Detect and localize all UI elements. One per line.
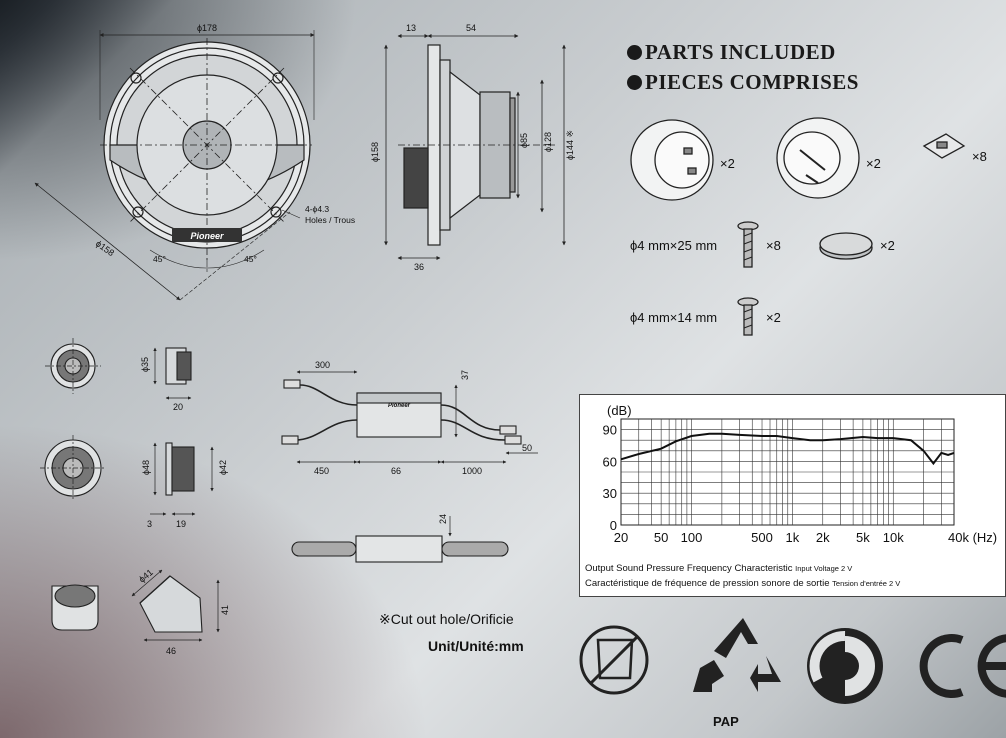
chart-ytick-label: 30: [603, 486, 617, 501]
chart-xtick-label: 100: [681, 530, 703, 545]
chart-xtick-label: 40k (Hz): [948, 530, 997, 545]
dim-85: ϕ85: [519, 133, 529, 148]
dim-158-side: ϕ158: [370, 142, 380, 162]
chart-ytick-label: 90: [603, 423, 617, 438]
woofer-front-view: [34, 30, 315, 301]
dim-144: ϕ144 ※: [565, 130, 575, 160]
tweeter-3-drawing: [51, 569, 220, 642]
recycle-logo: [693, 618, 781, 692]
label-screw-14: ϕ4 mm×14 mm: [630, 310, 717, 325]
qty-mount-b: ×2: [866, 156, 881, 171]
dim-cx-37: 37: [460, 370, 470, 380]
screw-14-icon: [737, 297, 759, 336]
tweeter-2-drawing: [40, 435, 214, 516]
label-screw-25: ϕ4 mm×25 mm: [630, 238, 717, 253]
qty-clip: ×8: [972, 149, 987, 164]
no-trash-logo: [579, 625, 649, 695]
chart-caption-fr-note: Tension d'entrée 2 V: [832, 579, 901, 588]
dim-178: ϕ178: [197, 23, 217, 33]
clip-icon: [922, 133, 966, 159]
chart-caption-fr: Caractéristique de fréquence de pression…: [585, 578, 900, 589]
dim-128: ϕ128: [543, 132, 553, 152]
chart-ylabel: (dB): [607, 403, 632, 418]
chart-xtick-label: 1k: [786, 530, 800, 545]
dim-cx-66: 66: [391, 466, 401, 476]
chart-xtick-label: 2k: [816, 530, 830, 545]
dim-t3-41a: ϕ41: [137, 567, 155, 584]
green-dot-logo: [807, 628, 883, 704]
chart-caption-en-note: Input Voltage 2 V: [795, 564, 853, 573]
tweeter-mount-a-icon: [630, 119, 714, 201]
dim-t2-19: 19: [176, 519, 186, 529]
dim-13: 13: [406, 23, 416, 33]
parts-title-fr: PIECES COMPRISES: [627, 70, 859, 95]
dim-cx-50: 50: [522, 443, 532, 453]
qty-screw-14: ×2: [766, 310, 781, 325]
screw-25-icon: [737, 221, 759, 268]
qty-spacer: ×2: [880, 238, 895, 253]
dim-holes-label: Holes / Trous: [305, 215, 355, 225]
dim-t2-42: ϕ42: [218, 460, 228, 475]
tweeter-1-drawing: [45, 338, 192, 400]
frequency-chart: (dB) 90 60 30 020 50 100 500 1k 2k 5k 10k 40k (Hz): [603, 403, 998, 545]
dim-cx-1000: 1000: [462, 466, 482, 476]
dim-t1-20: 20: [173, 402, 183, 412]
chart-xtick-label: 20: [614, 530, 628, 545]
dim-cx-450: 450: [314, 466, 329, 476]
dim-t2-48: ϕ48: [141, 460, 151, 475]
woofer-side-view: [384, 34, 566, 260]
dim-t3-41b: 41: [220, 605, 230, 615]
dim-t2-3: 3: [147, 519, 152, 529]
dim-t1-35: ϕ35: [140, 357, 150, 372]
chart-caption-fr-text: Caractéristique de fréquence de pression…: [585, 578, 830, 589]
crossover-drawing: [281, 370, 538, 563]
parts-illustrations: [630, 117, 966, 336]
spacer-icon: [819, 232, 873, 260]
chart-series-line: [620, 432, 955, 466]
dim-158-front: ϕ158: [94, 238, 116, 258]
dim-cx-24: 24: [438, 514, 448, 524]
parts-title-en-text: PARTS INCLUDED: [645, 40, 836, 64]
qty-screw-25: ×8: [766, 238, 781, 253]
chart-ytick-label: 60: [603, 454, 617, 469]
unit-note: Unit/Unité:mm: [428, 638, 524, 654]
dim-holes: 4-ϕ4.3: [305, 204, 329, 214]
dim-t3-46: 46: [166, 646, 176, 656]
chart-xtick-label: 500: [751, 530, 773, 545]
chart-xtick-label: 10k: [883, 530, 904, 545]
crossover-brand-logo: Pioneer: [388, 403, 411, 409]
parts-title-fr-text: PIECES COMPRISES: [645, 70, 859, 94]
ce-mark-logo: [919, 634, 1006, 698]
woofer-brand-logo: Pioneer: [190, 231, 224, 241]
cutout-note: ※Cut out hole/Orificie: [379, 611, 514, 627]
chart-xtick-label: 50: [654, 530, 668, 545]
chart-caption-en-text: Output Sound Pressure Frequency Characte…: [585, 563, 793, 574]
parts-title-en: PARTS INCLUDED: [627, 40, 836, 65]
dim-54: 54: [466, 23, 476, 33]
chart-ytick-label: 0: [610, 518, 617, 533]
chart-caption-en: Output Sound Pressure Frequency Characte…: [585, 563, 852, 574]
qty-mount-a: ×2: [720, 156, 735, 171]
dim-angle-left: 45°: [153, 254, 166, 264]
chart-xtick-label: 5k: [856, 530, 870, 545]
tweeter-mount-b-icon: [776, 117, 860, 199]
dim-36: 36: [414, 262, 424, 272]
dim-angle-right: 45°: [244, 254, 257, 264]
dim-cx-300: 300: [315, 360, 330, 370]
recycle-logo-text: PAP: [713, 714, 739, 729]
